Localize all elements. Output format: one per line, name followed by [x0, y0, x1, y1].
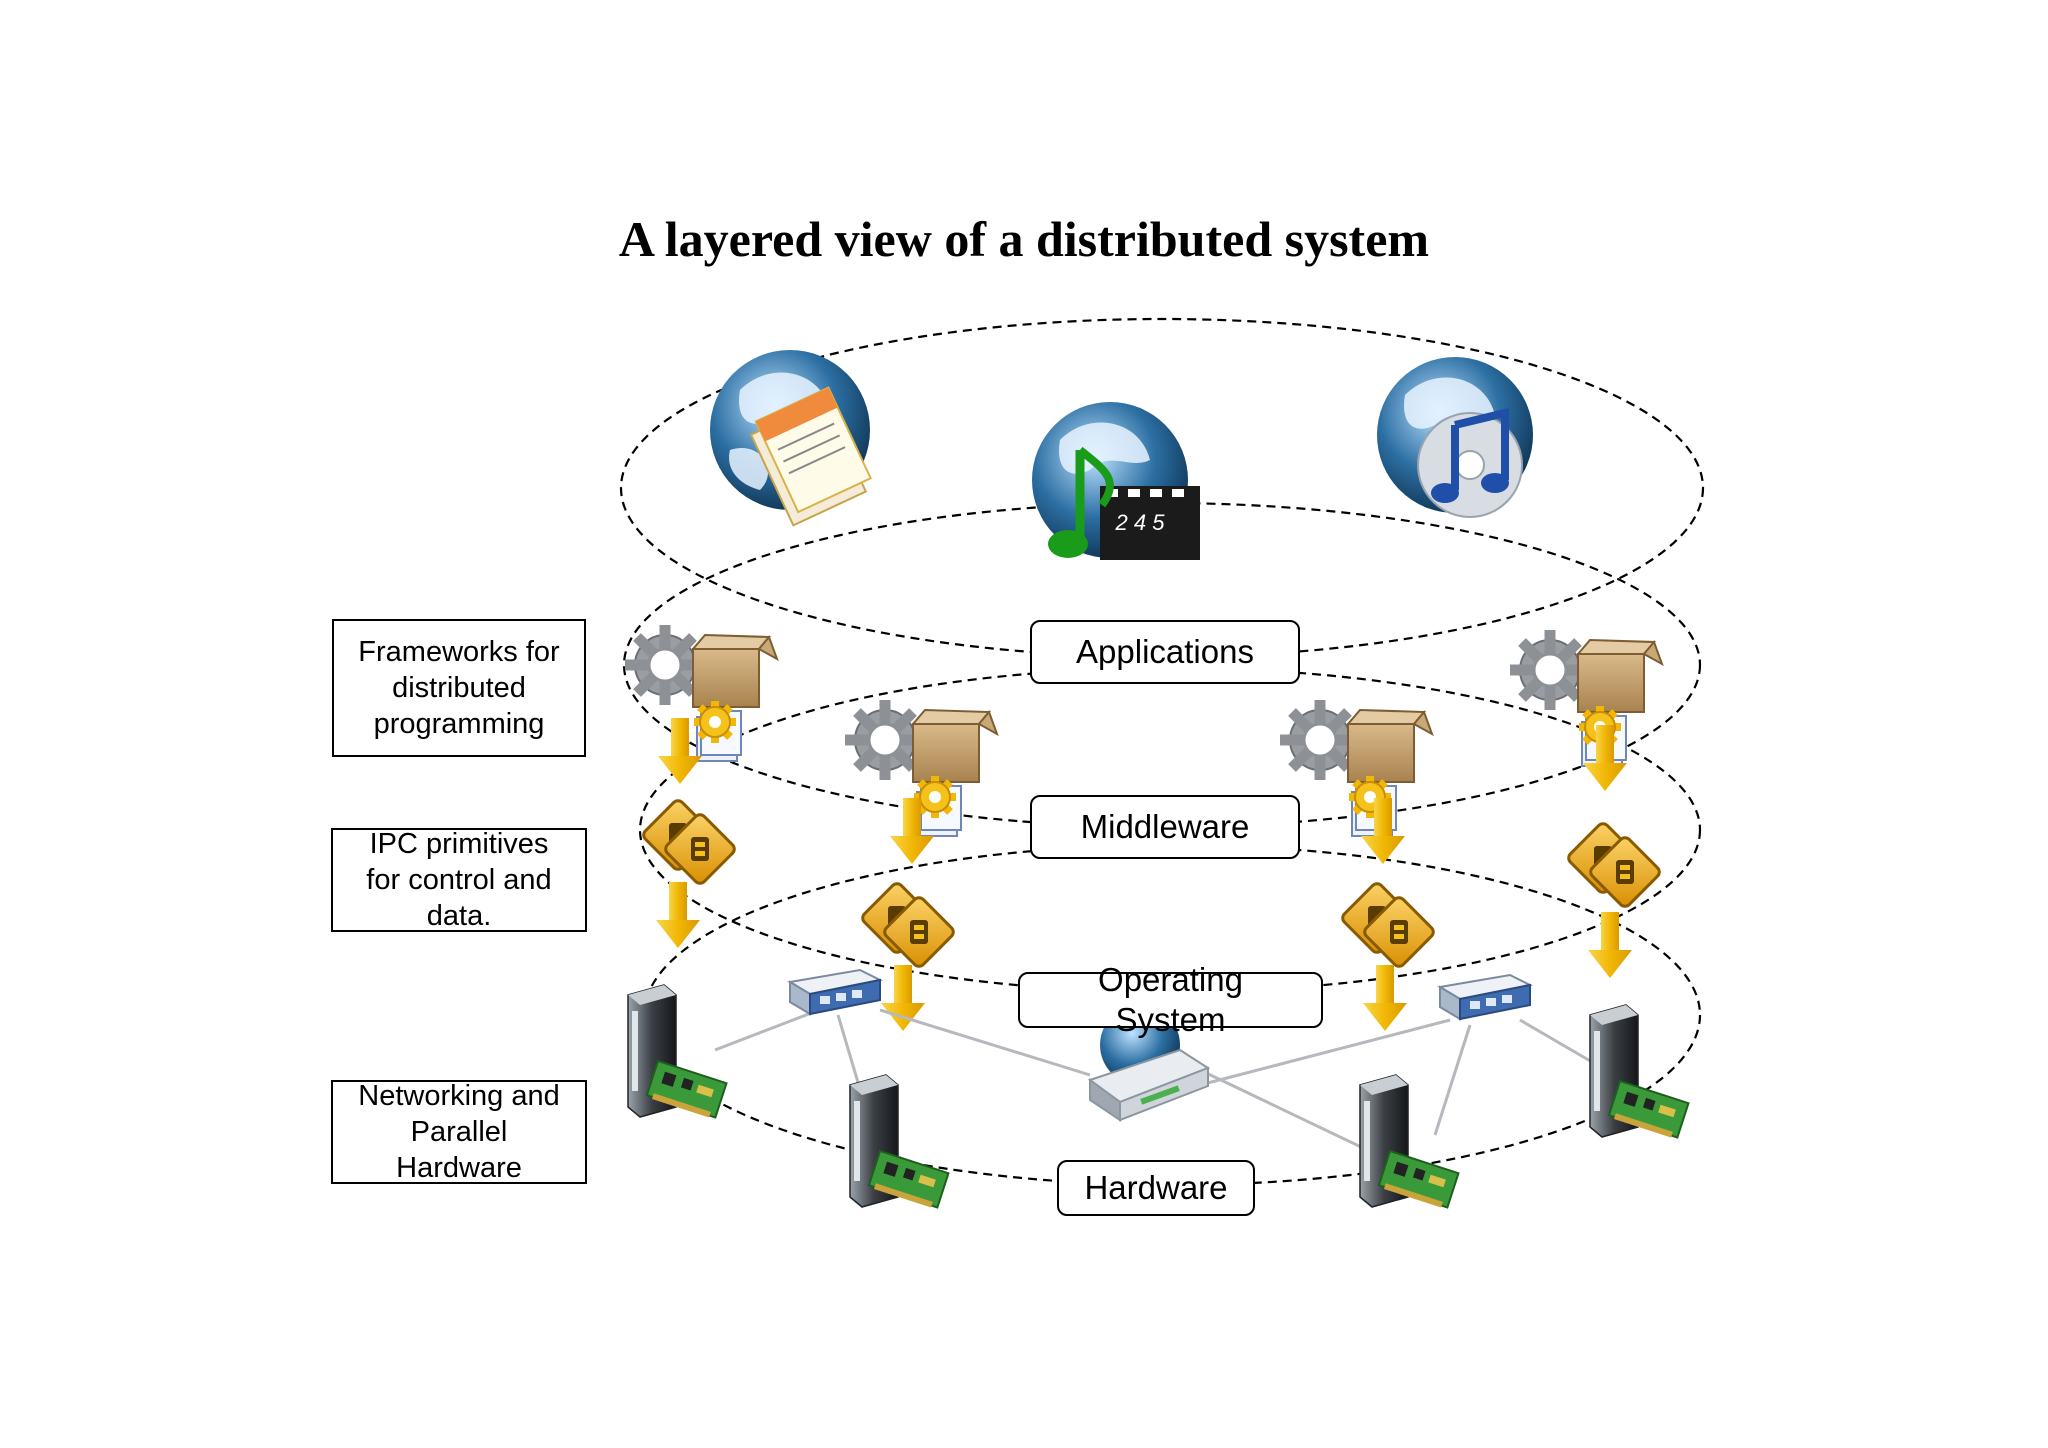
operating-system-label: Operating System: [1018, 961, 1323, 1038]
clapper-text: 2 4 5: [1115, 510, 1166, 535]
server-tower-icon: [627, 984, 728, 1121]
globe-documents-icon: [710, 350, 873, 527]
server-tower-icon: [1589, 1004, 1690, 1141]
globe-music-cd-icon: [1377, 357, 1533, 518]
gear-box-icon: [625, 625, 777, 761]
ipc-sign-icon: [1564, 819, 1664, 911]
server-tower-icon: [849, 1074, 950, 1211]
gear-box-icon: [1510, 630, 1662, 766]
frameworks-side-label: Frameworks for distributed programming: [332, 619, 586, 757]
gear-box-icon: [1280, 700, 1432, 836]
networking-side-label: Networking and Parallel Hardware: [331, 1080, 587, 1184]
network-switch-icon: [789, 969, 881, 1015]
ipc-sign-icon: [1338, 879, 1438, 971]
globe-film-music-icon: 2 4 5: [1032, 402, 1200, 560]
down-arrow-icon: [1588, 912, 1632, 978]
applications-label: Applications: [1030, 620, 1300, 684]
ipc-sign-icon: [639, 796, 739, 888]
applications-layer-ellipse: [619, 317, 1705, 659]
middleware-label: Middleware: [1030, 795, 1300, 859]
hardware-layer-ellipse: [642, 843, 1702, 1187]
network-switch-icon: [1439, 974, 1531, 1020]
server-tower-icon: [1359, 1074, 1460, 1211]
down-arrow-icon: [656, 882, 700, 948]
ipc-sign-icon: [858, 879, 958, 971]
page-title: A layered view of a distributed system: [618, 211, 1430, 267]
ipc-side-label: IPC primitives for control and data.: [331, 828, 587, 932]
hardware-label: Hardware: [1057, 1160, 1255, 1216]
